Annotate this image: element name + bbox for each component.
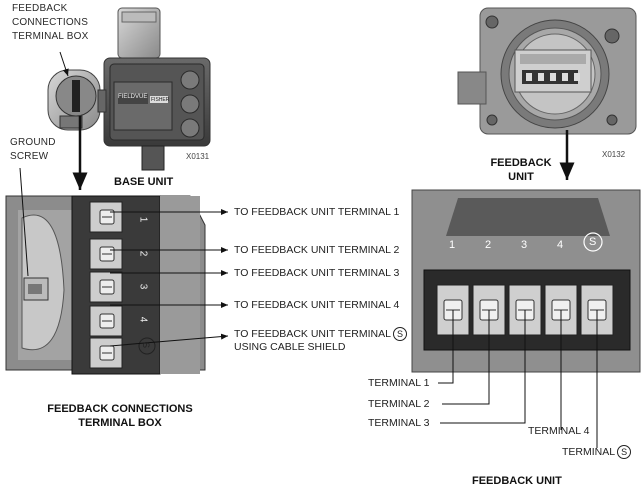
feedback-unit-illustration [457,7,637,180]
terminal-box-caption: FEEDBACK CONNECTIONS TERMINAL BOX [44,402,196,430]
feedback-unit-caption-top: FEEDBACK UNIT [481,156,561,184]
tb-number-2: 2 [137,250,149,257]
caption-line-2: UNIT [508,171,534,183]
brand-text: FISHER [151,97,170,103]
feedback-unit-caption-bottom: FEEDBACK UNIT [472,475,562,487]
tb-caption-line-2: TERMINAL BOX [78,417,162,429]
connection-2: TO FEEDBACK UNIT TERMINAL 2 [234,244,400,256]
fu-number-2: 2 [485,239,492,251]
fu-terminal-shield-text: TERMINAL [562,445,616,458]
base-unit-illustration [47,7,211,190]
connection-1: TO FEEDBACK UNIT TERMINAL 1 [234,206,400,218]
connection-shield-text: TO FEEDBACK UNIT TERMINAL [234,327,391,340]
feedback-unit-terminals-illustration [411,189,641,448]
tb-number-3: 3 [137,283,149,290]
nameplate-text: FIELDVUE [118,94,148,100]
callout-line-3: TERMINAL BOX [12,31,89,42]
fu-shield-circle: S [617,445,632,459]
callout-line-2: CONNECTIONS [12,17,89,28]
tb-number-1: 1 [137,216,149,223]
terminal-box-illustration [5,167,229,375]
ground-screw-line-1: GROUND [10,137,56,148]
connection-4: TO FEEDBACK UNIT TERMINAL 4 [234,299,400,311]
terminal-box-callout: FEEDBACK CONNECTIONS TERMINAL BOX [12,2,89,44]
tb-caption-line-1: FEEDBACK CONNECTIONS [47,403,193,415]
fu-terminal-3: TERMINAL 3 [368,417,430,429]
figure-code-right: X0132 [602,150,626,159]
fu-number-1: 1 [449,239,456,251]
shield-note: USING CABLE SHIELD [234,341,346,353]
fu-terminal-2: TERMINAL 2 [368,398,430,410]
fu-shield-symbol: S [589,236,597,248]
caption-line-1: FEEDBACK [490,157,552,169]
tb-shield-symbol: S [141,341,152,349]
ground-screw-line-2: SCREW [10,151,49,162]
fu-number-3: 3 [521,239,528,251]
fu-number-4: 4 [557,239,564,251]
ground-screw-label: GROUND SCREW [10,136,56,164]
terminal-box-screws [89,201,123,369]
fu-terminal-4: TERMINAL 4 [528,425,590,437]
shield-symbol-circle: S [392,327,407,341]
figure-code-left: X0131 [186,152,210,161]
connection-3: TO FEEDBACK UNIT TERMINAL 3 [234,267,400,279]
fu-terminal-1: TERMINAL 1 [368,377,430,389]
base-unit-caption: BASE UNIT [114,176,174,188]
tb-number-4: 4 [137,316,149,323]
callout-line-1: FEEDBACK [12,3,68,14]
